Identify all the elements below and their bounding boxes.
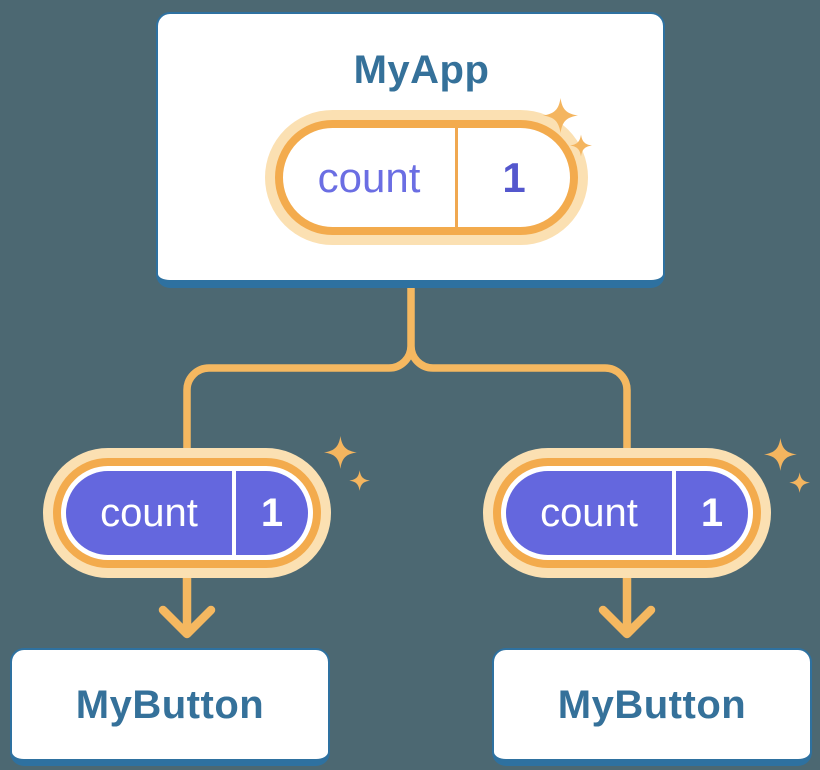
component-card-child-left: MyButton <box>10 648 330 766</box>
state-pill-child-right: count 1 <box>501 466 753 560</box>
state-label: count <box>317 153 421 201</box>
pill-divider <box>232 471 236 555</box>
component-card-child-right: MyButton <box>492 648 812 766</box>
state-pill-root: count 1 <box>275 120 578 235</box>
root-component-title: MyApp <box>353 48 490 92</box>
child-component-title: MyButton <box>557 682 747 727</box>
sparkle-icon <box>763 438 810 493</box>
arrow-down-icon <box>158 551 656 639</box>
pill-divider <box>672 471 676 555</box>
state-pill-child-left: count 1 <box>61 466 313 560</box>
state-value: 1 <box>700 490 724 535</box>
state-label: count <box>100 490 198 535</box>
state-value: 1 <box>260 490 284 535</box>
state-value: 1 <box>502 153 526 201</box>
sparkle-icon <box>543 98 592 157</box>
branch-connector <box>183 284 631 456</box>
child-component-title: MyButton <box>75 682 265 727</box>
pill-divider <box>455 128 458 227</box>
sparkle-icon <box>323 436 370 491</box>
state-label: count <box>540 490 638 535</box>
